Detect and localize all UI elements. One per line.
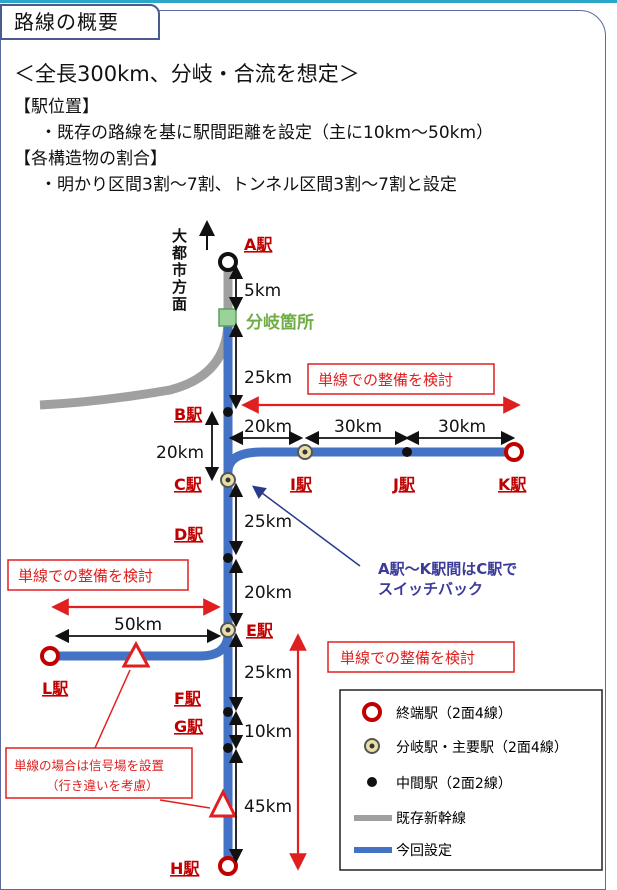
- station-h-marker: [218, 856, 238, 876]
- station-j-label: J駅: [392, 475, 416, 494]
- legend-existing-label: 既存新幹線: [396, 810, 466, 827]
- station-b-marker: [223, 407, 233, 417]
- note-single-track-l: 単線での整備を検討: [18, 567, 153, 585]
- legend-intermediate-label: 中間駅（2面2線）: [396, 776, 512, 792]
- top-accent-line: [0, 0, 617, 3]
- branch-line-k: [223, 447, 514, 471]
- station-k-marker: [504, 442, 524, 462]
- branch-point-label: 分岐箇所: [246, 312, 314, 333]
- station-i-marker: [302, 449, 308, 455]
- station-a-label: A駅: [244, 235, 273, 254]
- station-l-label: L駅: [42, 679, 69, 698]
- distance-branch-b: 25km: [244, 368, 292, 388]
- note-switchback-line2: スイッチバック: [378, 580, 483, 598]
- legend-terminal-label: 終端駅（2面4線）: [396, 706, 512, 722]
- station-k-label: K駅: [498, 475, 527, 494]
- station-c-label: C駅: [174, 475, 203, 494]
- note-signal-box-line1: 単線の場合は信号場を設置: [14, 758, 164, 773]
- item-label-station-position: 【駅位置】: [14, 97, 99, 117]
- distance-i-j: 30km: [334, 417, 382, 437]
- distance-g-h: 45km: [244, 797, 292, 817]
- item-desc-station-position: ・既存の路線を基に駅間距離を設定（主に10km〜50km）: [40, 123, 494, 143]
- station-l-marker: [40, 646, 60, 666]
- station-h-label: H駅: [170, 859, 200, 878]
- note-switchback-line1: A駅〜K駅間はC駅で: [378, 560, 517, 578]
- note-single-track-k: 単線での整備を検討: [318, 371, 453, 389]
- station-i-label: I駅: [290, 475, 313, 494]
- item-label-structure-ratio: 【各構造物の割合】: [14, 149, 167, 169]
- station-j-marker: [402, 447, 412, 457]
- station-d-marker: [223, 553, 233, 563]
- signal-box-l-marker: [121, 640, 151, 668]
- station-e-marker: [225, 627, 231, 633]
- distance-j-k: 30km: [438, 417, 486, 437]
- station-f-label: F駅: [174, 689, 202, 708]
- item-desc-structure-ratio: ・明かり区間3割〜7割、トンネル区間3割〜7割と設定: [40, 175, 457, 195]
- station-b-label: B駅: [174, 405, 203, 424]
- page-heading: ＜全長300km、分岐・合流を想定＞: [14, 62, 360, 86]
- legend-planned-label: 今回設定: [396, 843, 452, 859]
- section-title: 路線の概要: [0, 4, 160, 40]
- distance-c-d: 25km: [244, 512, 292, 532]
- distance-b-c: 20km: [156, 443, 204, 463]
- direction-label-text: 大都市方面: [172, 227, 188, 313]
- note-signal-box-line2: （行き違いを考慮）: [46, 778, 159, 793]
- station-e-label: E駅: [246, 621, 274, 640]
- station-g-marker: [223, 743, 233, 753]
- terminal-station-icon: [362, 702, 382, 722]
- intermediate-station-icon: [367, 777, 377, 787]
- distance-e-f: 25km: [244, 663, 292, 683]
- station-a-marker: [218, 252, 238, 272]
- distance-c-i: 20km: [244, 417, 292, 437]
- station-d-label: D駅: [174, 525, 204, 544]
- distance-d-e: 20km: [244, 583, 292, 603]
- legend: 終端駅（2面4線） 分岐駅・主要駅（2面4線） 中間駅（2面2線） 既存新幹線 …: [339, 689, 603, 871]
- station-c-marker: [225, 477, 231, 483]
- note-single-track-h: 単線での整備を検討: [340, 649, 475, 667]
- branch-line-l: [52, 635, 233, 661]
- station-g-label: G駅: [174, 717, 204, 736]
- station-f-marker: [223, 707, 233, 717]
- distance-e-l: 50km: [114, 615, 162, 635]
- legend-junction-label: 分岐駅・主要駅（2面4線）: [396, 740, 568, 756]
- distance-f-g: 10km: [244, 722, 292, 742]
- distance-a-branch: 5km: [244, 281, 281, 301]
- branch-point-marker: [218, 308, 237, 327]
- existing-line: [39, 262, 233, 410]
